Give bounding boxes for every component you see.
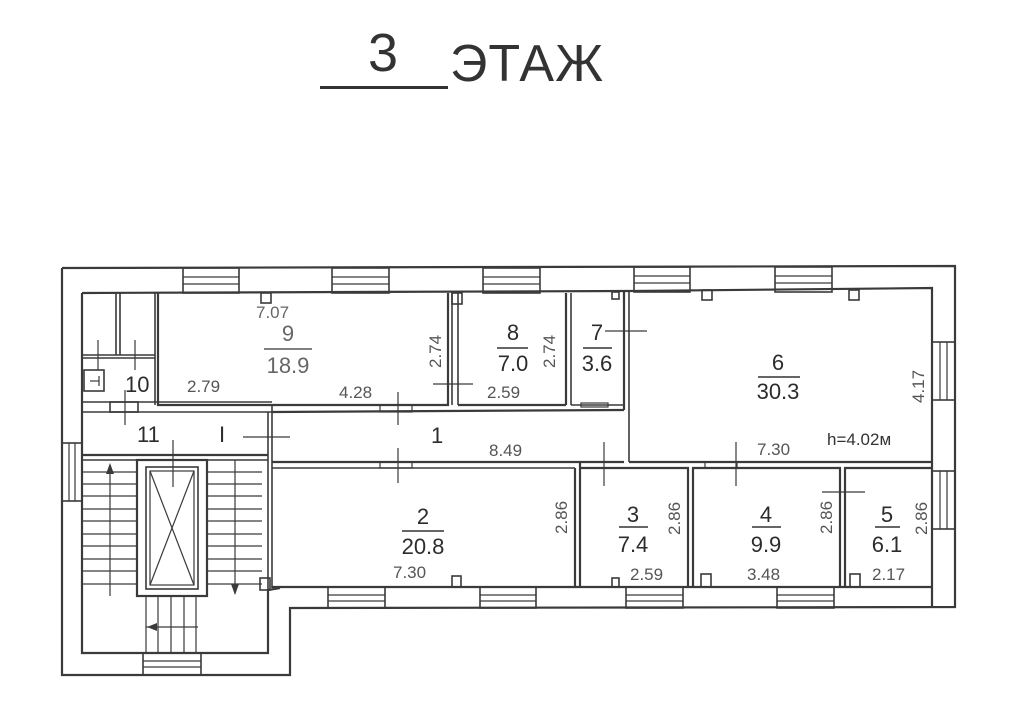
stair-steps-bottom xyxy=(145,596,198,653)
stairwell xyxy=(82,458,262,653)
room-5-height-dim: 2.86 xyxy=(912,502,931,535)
room-1-length: 8.49 xyxy=(489,441,522,460)
room-4-label: 4 xyxy=(760,502,772,527)
stair-steps-left xyxy=(82,463,137,596)
room-1: 1 8.49 xyxy=(431,423,522,460)
room-3-area: 7.4 xyxy=(618,532,649,557)
room-10-dim: 2.79 xyxy=(187,377,220,396)
room-2-width: 7.30 xyxy=(393,563,426,582)
room-7-label: 7 xyxy=(591,320,603,345)
room-8: 8 7.0 2.59 2.74 xyxy=(487,320,559,402)
room-2: 2 20.8 7.30 2.86 xyxy=(393,501,571,582)
room-8-label: 8 xyxy=(507,320,519,345)
room-6-label: 6 xyxy=(772,350,784,375)
room-9-area: 18.9 xyxy=(267,353,310,378)
room-3-height-dim: 2.86 xyxy=(665,502,684,535)
room-9: 7.07 9 18.9 4.28 2.79 2.74 xyxy=(187,303,445,402)
room-5-area: 6.1 xyxy=(872,532,903,557)
room-6: 6 30.3 7.30 4.17 h=4.02м xyxy=(757,350,928,459)
room-11: 11 I xyxy=(137,422,225,447)
room-7: 7 3.6 xyxy=(582,320,613,376)
title-underline xyxy=(320,86,448,89)
room-3-width: 2.59 xyxy=(630,565,663,584)
room-9-length: 7.07 xyxy=(256,303,289,322)
room-5: 5 6.1 2.17 2.86 xyxy=(872,502,931,584)
room-11-label: 11 xyxy=(137,422,160,447)
room-2-height-dim: 2.86 xyxy=(552,501,571,534)
room-3: 3 7.4 2.59 2.86 xyxy=(618,502,684,584)
ceiling-height: h=4.02м xyxy=(827,430,891,449)
stair-steps-right xyxy=(207,460,262,595)
room-7-area: 3.6 xyxy=(582,351,613,376)
stair-marker: I xyxy=(219,422,225,447)
floor-word: ЭТАЖ xyxy=(450,35,605,93)
door-marks xyxy=(97,330,865,493)
room-6-width: 7.30 xyxy=(757,440,790,459)
room-4: 4 9.9 3.48 2.86 xyxy=(747,501,836,584)
room-1-label: 1 xyxy=(431,423,443,448)
room-9-label: 9 xyxy=(282,321,294,346)
room-6-height-dim: 4.17 xyxy=(909,370,928,403)
room-8-area: 7.0 xyxy=(498,351,529,376)
room-9-height-dim: 2.74 xyxy=(426,335,445,368)
room-8-width: 2.59 xyxy=(487,383,520,402)
floor-number: 3 xyxy=(368,23,399,83)
room-5-width: 2.17 xyxy=(872,565,905,584)
interior-walls xyxy=(82,291,932,591)
room-3-label: 3 xyxy=(627,502,639,527)
room-5-label: 5 xyxy=(881,502,893,527)
room-2-label: 2 xyxy=(417,504,429,529)
room-4-area: 9.9 xyxy=(751,532,782,557)
room-4-height-dim: 2.86 xyxy=(817,501,836,534)
room-6-area: 30.3 xyxy=(757,379,800,404)
room-8-height-dim: 2.74 xyxy=(540,335,559,368)
vent-ducts xyxy=(260,289,861,588)
room-10-label: 10 xyxy=(125,372,149,397)
room-2-area: 20.8 xyxy=(402,534,445,559)
floor-title: 3 ЭТАЖ xyxy=(320,22,640,102)
room-4-width: 3.48 xyxy=(747,565,780,584)
room-10: 10 xyxy=(125,372,149,397)
room-9-width: 4.28 xyxy=(339,383,372,402)
